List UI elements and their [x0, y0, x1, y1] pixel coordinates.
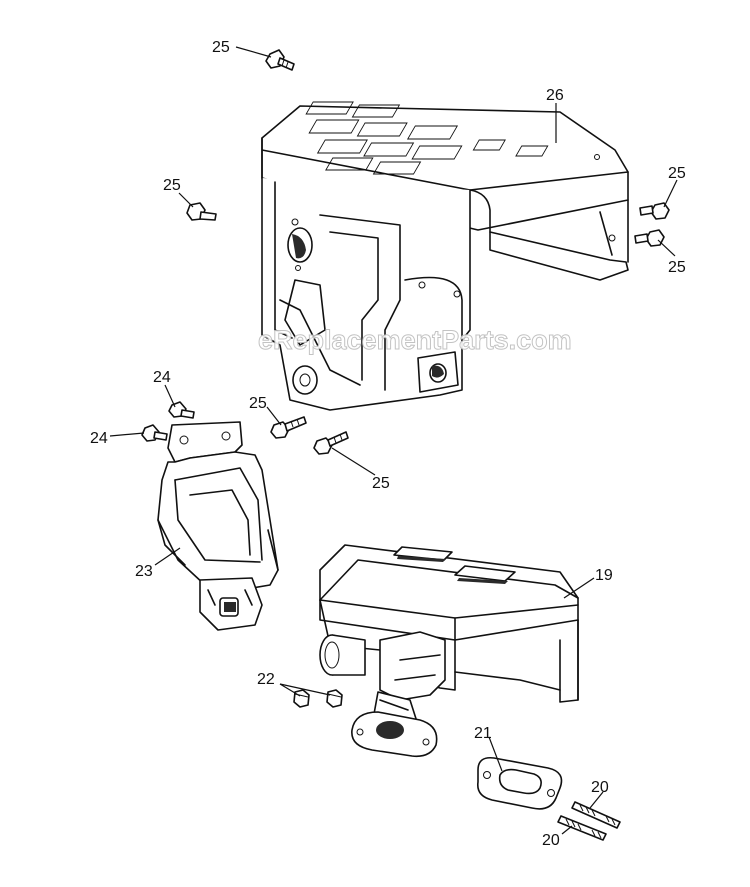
bolt-24-upper [168, 401, 195, 419]
part-22-nut-left [293, 689, 310, 708]
callout-23: 23 [135, 563, 153, 580]
vent-slots [305, 101, 549, 175]
callout-25-mid-lower: 25 [372, 475, 390, 492]
part-20-stud-upper [571, 801, 621, 829]
watermark: eReplacementParts.com [258, 325, 572, 355]
callout-labels: 25 26 25 25 25 24 24 25 25 23 19 22 21 2… [90, 39, 686, 849]
callout-25-top: 25 [212, 39, 230, 56]
callout-25-mid: 25 [249, 395, 267, 412]
bolt-25-left [186, 202, 217, 221]
callout-20-upper: 20 [591, 779, 609, 796]
callout-21: 21 [474, 725, 492, 742]
callout-25-left: 25 [163, 177, 181, 194]
callout-25-right-lower: 25 [668, 259, 686, 276]
part-26-heat-shield [261, 101, 629, 411]
part-22-nut-right [326, 689, 343, 708]
part-19-muffler [319, 544, 579, 758]
bolt-25-mid-lower [313, 431, 349, 455]
part-23-deflector-bracket [157, 421, 279, 631]
leader-lines [109, 46, 678, 835]
bolt-25-mid [270, 416, 307, 439]
callout-24-lower: 24 [90, 430, 108, 447]
callout-26: 26 [546, 87, 564, 104]
bolt-25-top [265, 49, 295, 71]
callout-25-right-upper: 25 [668, 165, 686, 182]
callout-24-upper: 24 [153, 369, 171, 386]
bolt-25-right-lower [634, 229, 665, 247]
callout-19: 19 [595, 567, 613, 584]
bolt-24-lower [141, 424, 168, 442]
part-21-gasket [476, 756, 563, 810]
callout-22: 22 [257, 671, 275, 688]
part-20-stud-lower [557, 815, 607, 841]
callout-20-lower: 20 [542, 832, 560, 849]
